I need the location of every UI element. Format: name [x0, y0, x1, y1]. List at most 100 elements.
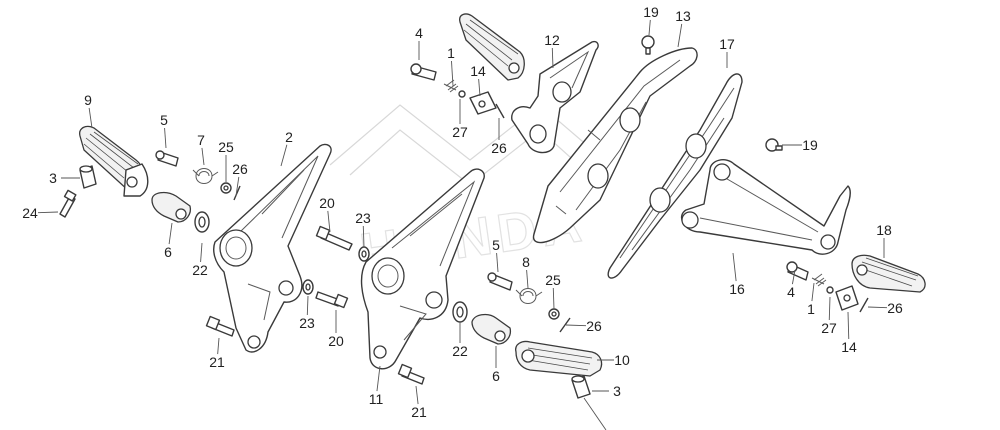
leader-line-c4b [791, 269, 796, 285]
heel-plate-part-17 [607, 73, 743, 279]
pivot-part-6b [471, 313, 512, 345]
cotter-pin-part-26 [233, 185, 241, 201]
callout-label-c3b: 3 [613, 383, 621, 399]
leader-line-c14a [478, 78, 481, 97]
callout-label-c10: 10 [614, 352, 630, 368]
spring-part-1b [811, 273, 827, 287]
heel-plate-part-13 [532, 47, 698, 244]
collar-part-3 [79, 165, 97, 189]
bolt-part-20a [315, 225, 353, 251]
leader-line-c5a [164, 127, 167, 149]
leader-line-c22a [200, 242, 203, 263]
callout-label-c22a: 22 [192, 262, 208, 278]
callout-label-c26b: 26 [491, 140, 507, 156]
bracket-part-16 [681, 159, 851, 255]
callout-label-c2: 2 [285, 129, 293, 145]
spring-part-7 [192, 168, 219, 184]
pivot-part-6 [151, 191, 192, 223]
leader-line-c2 [280, 144, 288, 167]
washer-part-22b [452, 301, 468, 323]
washer-part-22 [194, 211, 210, 233]
washer-part-25b [548, 308, 560, 320]
callout-label-c6a: 6 [164, 244, 172, 260]
pin-part-4a [410, 63, 437, 81]
callout-label-c23b: 23 [299, 315, 315, 331]
bolt-part-19a [641, 35, 655, 55]
callout-labels: 1123344556678910111213141416171819192020… [22, 4, 903, 420]
callout-leaders [37, 19, 888, 405]
leader-line-c21b [415, 385, 419, 405]
callout-label-c22b: 22 [452, 343, 468, 359]
leader-line-c1a [451, 60, 454, 87]
leader-line-c8 [526, 269, 529, 289]
callout-label-c4b: 4 [787, 284, 795, 300]
bracket-part-2 [213, 143, 332, 353]
footpeg-part-9 [79, 125, 149, 197]
pin-part-5b [487, 272, 513, 291]
bolt-part-21b [397, 363, 425, 385]
callout-label-c18: 18 [876, 222, 892, 238]
callout-label-c27b: 27 [821, 320, 837, 336]
leader-line-c20a [327, 210, 331, 233]
callout-label-c26c: 26 [586, 318, 602, 334]
callout-label-c19b: 19 [802, 137, 818, 153]
leader-line-c19a [648, 19, 651, 36]
callout-label-c13: 13 [675, 8, 691, 24]
leader-line-c7 [201, 147, 205, 166]
leader-line-c26d [867, 306, 888, 309]
callout-label-c16: 16 [729, 281, 745, 297]
callout-label-c4a: 4 [415, 25, 423, 41]
bolt-part-24 [59, 189, 77, 218]
spring-part-1a [443, 79, 459, 93]
callout-label-c20a: 20 [319, 195, 335, 211]
callout-label-c1b: 1 [807, 301, 815, 317]
bolt-part-20b [315, 291, 349, 309]
spring-part-8 [515, 288, 543, 304]
leader-line-c23b [306, 295, 309, 316]
leader-line-c21a [217, 337, 220, 355]
cotter-pin-part-26d [859, 297, 869, 313]
pin-part-4b [786, 261, 809, 281]
callout-label-c8: 8 [522, 254, 530, 270]
callout-label-c26a: 26 [232, 161, 248, 177]
washer-part-25 [220, 182, 232, 194]
callout-label-c25a: 25 [218, 139, 234, 155]
washer-part-23a [358, 246, 370, 262]
washer-part-23b [302, 279, 314, 295]
leader-line-c26a [235, 176, 240, 197]
footpeg-part-10 [515, 340, 603, 377]
leader-line-c23a [362, 225, 365, 248]
callout-label-c26d: 26 [887, 300, 903, 316]
plate-part-14a [469, 91, 497, 115]
leader-line-c12 [551, 47, 554, 69]
callout-label-c5a: 5 [160, 112, 168, 128]
bolt-part-19b [765, 138, 783, 152]
callout-label-c17: 17 [719, 36, 735, 52]
callout-label-c25b: 25 [545, 272, 561, 288]
callout-label-c9: 9 [84, 92, 92, 108]
callout-label-c19a: 19 [643, 4, 659, 20]
washer-part-27b [826, 286, 834, 294]
callout-label-c21b: 21 [411, 404, 427, 420]
callout-label-c24: 24 [22, 205, 38, 221]
leader-line-c25b [552, 287, 555, 310]
pin-part-5 [155, 150, 179, 167]
leader-line-c5b [496, 252, 499, 273]
leader-line-c13 [677, 23, 683, 48]
cotter-pin-part-26b [495, 103, 505, 119]
plate-part-14b [835, 285, 859, 311]
callout-label-c27a: 27 [452, 124, 468, 140]
callout-label-c21a: 21 [209, 354, 225, 370]
leader-line-c14b [847, 311, 850, 340]
callout-label-c3a: 3 [49, 170, 57, 186]
callout-label-c14b: 14 [841, 339, 857, 355]
callout-label-c23a: 23 [355, 210, 371, 226]
leader-line-c16 [732, 252, 737, 282]
leader-line-c26c [565, 324, 587, 327]
callout-label-c20b: 20 [328, 333, 344, 349]
leader-line-c11 [376, 365, 381, 392]
bracket-part-11 [360, 168, 485, 370]
callout-label-c14a: 14 [470, 63, 486, 79]
